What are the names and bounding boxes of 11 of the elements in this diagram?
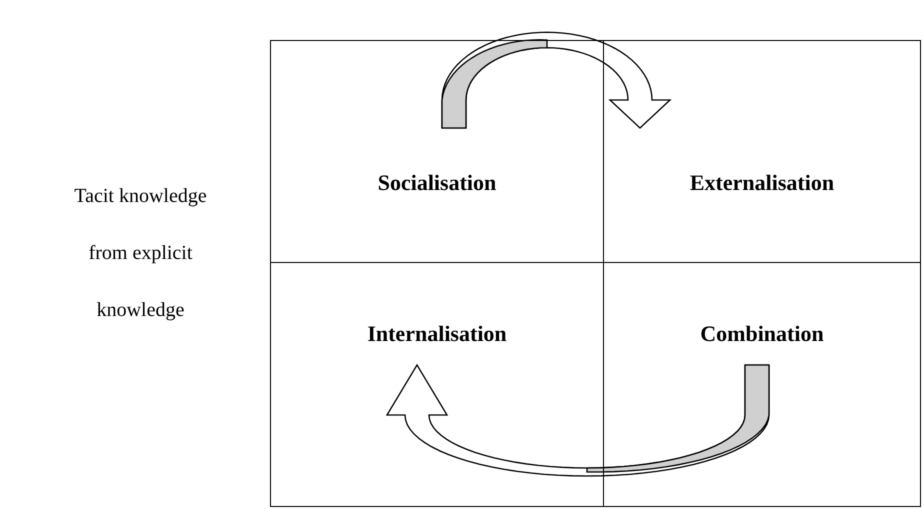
- quadrant-label: Socialisation: [376, 170, 498, 196]
- quadrant-box: [270, 262, 604, 507]
- quadrant-box: [603, 262, 921, 507]
- quadrant-label: Externalisation: [688, 170, 836, 196]
- quadrant-box: [603, 40, 921, 263]
- curved-block-arrow: [441, 32, 672, 129]
- quadrant-label: Combination: [699, 321, 825, 347]
- curved-block-arrow: [386, 364, 770, 477]
- quadrant-label: Internalisation: [366, 321, 508, 347]
- axis-label: Tacit knowledge from explicit knowledge: [73, 184, 208, 323]
- quadrant-box: [270, 40, 604, 263]
